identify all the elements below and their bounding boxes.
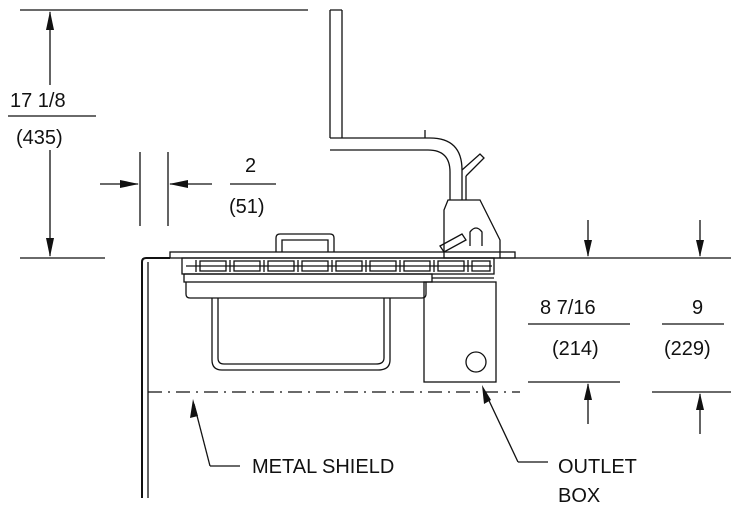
faucet-lever xyxy=(439,233,467,253)
faucet-base-slot xyxy=(469,227,483,246)
grille-assembly xyxy=(169,233,516,283)
leader-arrow-icon xyxy=(482,385,491,404)
cutout-depth-dimension: 8 7/16 (214) xyxy=(528,220,630,424)
outlet-box-leader xyxy=(483,389,519,463)
leader-arrow-icon xyxy=(190,399,198,418)
metal-shield-callout: METAL SHIELD xyxy=(190,399,394,478)
offset-imperial: 2 xyxy=(245,155,256,177)
overall-height-dimension: 17 1/8 (435) xyxy=(8,9,308,259)
arrow-up-icon xyxy=(584,383,592,400)
metal-shield-wall xyxy=(141,257,170,498)
offset-dimension: 2 (51) xyxy=(100,152,276,226)
basin-inner xyxy=(217,298,385,365)
shield-depth-metric: (229) xyxy=(664,338,711,360)
shield-depth-dimension: 9 (229) xyxy=(662,220,724,434)
metal-shield xyxy=(141,257,170,498)
faucet-arm-top xyxy=(330,137,463,200)
basin xyxy=(185,282,427,371)
grille-under-rail xyxy=(183,273,433,283)
outlet-box xyxy=(423,281,497,383)
grille-flange xyxy=(169,251,516,259)
outlet-knockout-icon xyxy=(465,351,487,373)
offset-metric: (51) xyxy=(229,196,265,218)
grille-lift-handle xyxy=(275,233,335,252)
basin-rim xyxy=(185,282,427,299)
overall-height-metric: (435) xyxy=(16,127,63,149)
faucet xyxy=(329,9,501,259)
basin-body xyxy=(211,298,391,371)
faucet-handle-right xyxy=(461,153,485,177)
grille-lift-handle-inner xyxy=(281,239,329,252)
shield-depth-imperial: 9 xyxy=(692,297,703,319)
arrow-down-icon xyxy=(696,240,704,257)
cutout-depth-imperial: 8 7/16 xyxy=(540,297,596,319)
outlet-box-callout: OUTLET BOX xyxy=(482,385,637,507)
arrow-up-icon xyxy=(46,11,54,30)
faucet-arm-bottom xyxy=(330,149,451,200)
arrow-left-icon xyxy=(169,180,188,188)
outlet-box-body xyxy=(423,281,497,383)
arrow-right-icon xyxy=(120,180,139,188)
arrow-up-icon xyxy=(696,393,704,410)
outlet-box-label-line2: BOX xyxy=(558,485,600,507)
arrow-down-icon xyxy=(46,238,54,257)
metal-shield-label: METAL SHIELD xyxy=(252,456,394,478)
overall-height-imperial: 17 1/8 xyxy=(10,90,66,112)
arrow-down-icon xyxy=(584,240,592,257)
grille-slats xyxy=(186,260,492,272)
outlet-box-label-line1: OUTLET xyxy=(558,456,637,478)
cutout-depth-metric: (214) xyxy=(552,338,599,360)
faucet-riser xyxy=(329,9,343,138)
